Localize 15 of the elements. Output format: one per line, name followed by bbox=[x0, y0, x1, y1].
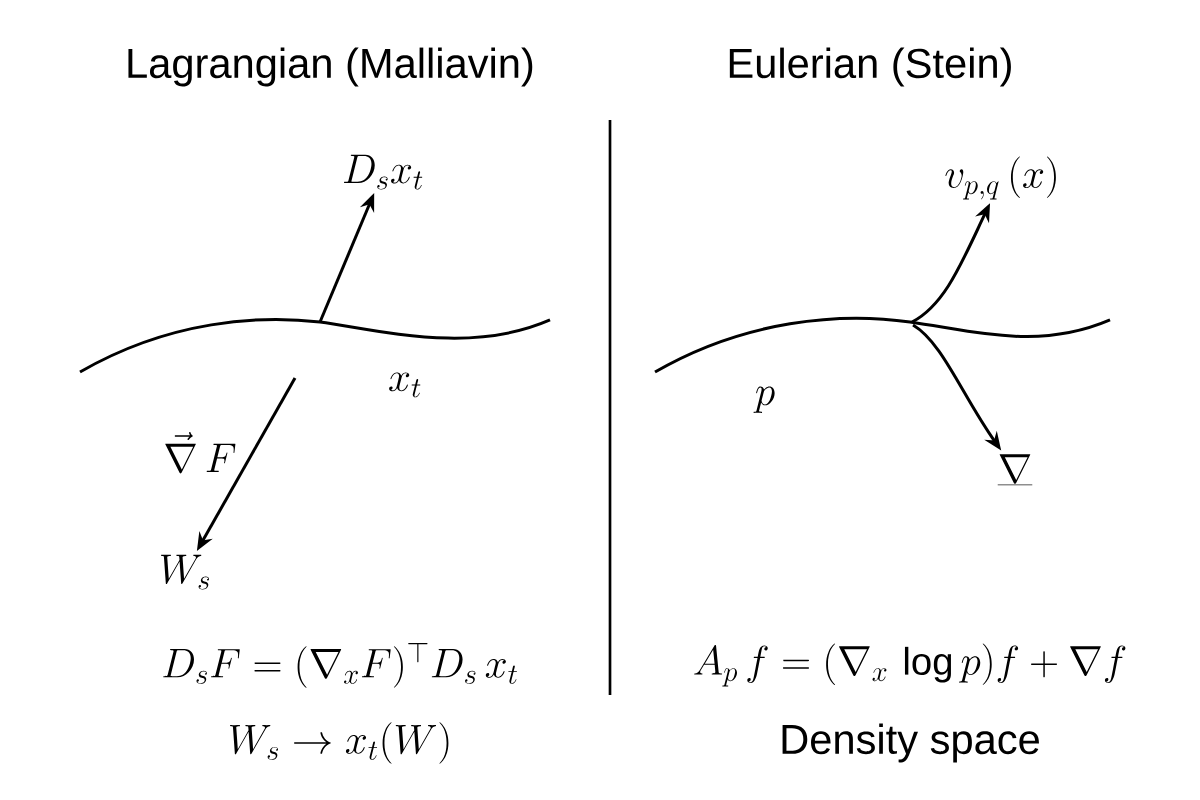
heading: Lagrangian (Malliavin) bbox=[128, 47, 533, 87]
math-label: $\underline{\nabla}$ bbox=[997, 454, 1033, 485]
curve bbox=[79, 318, 551, 374]
heading: Eulerian (Stein) bbox=[729, 47, 1011, 87]
caption: Density space bbox=[782, 723, 1039, 763]
curve bbox=[654, 316, 1111, 374]
math-label: $v_{p,q}\,(x)$ bbox=[945, 156, 1056, 200]
math-label: $W_s$ bbox=[161, 554, 209, 590]
edge-label: $\vec{\nabla}\, F$ bbox=[165, 431, 236, 474]
math-label: $D_s x_t$ bbox=[344, 154, 423, 190]
formula: $A_p\, f = (\nabla_x\, \log p) f + \nabla f$ bbox=[694, 643, 1126, 687]
formula: $W_s \to x_t(W)$ bbox=[230, 722, 449, 764]
formula: $D_s F = (\nabla_x F)^{\top} D_s\, x_t$ bbox=[163, 643, 517, 688]
math-label: $p$ bbox=[753, 386, 775, 413]
math-label: $x_t$ bbox=[389, 372, 421, 398]
